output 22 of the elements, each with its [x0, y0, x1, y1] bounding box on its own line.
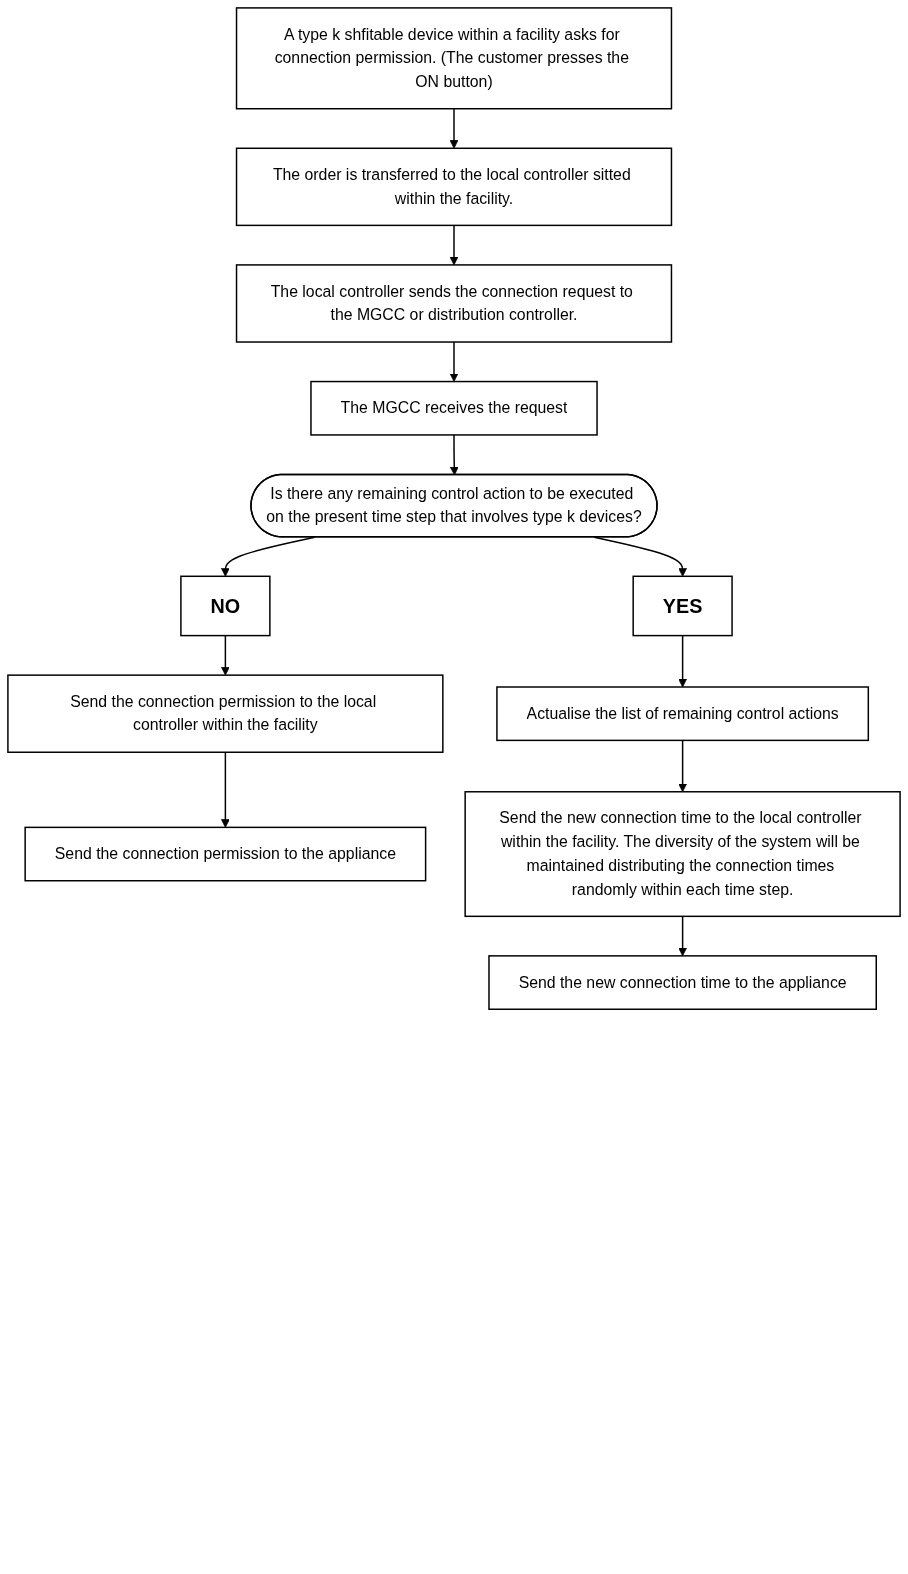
- node-box: Actualise the list of remaining control actions: [496, 686, 870, 742]
- arrow: [449, 108, 459, 149]
- arrow: [678, 915, 687, 957]
- arrow: [449, 434, 459, 476]
- node-box: YES: [632, 575, 733, 637]
- node-box: The local controller sends the connection request to the MGCC or distribution controller.: [235, 264, 673, 343]
- arrow: [593, 536, 687, 577]
- arrow: [678, 634, 687, 688]
- arrow: [449, 224, 459, 266]
- node-box: Send the new connection time to the local controller within the facility. The diversity of the system will be maintained distributing the connection times randomly within each time step.: [464, 791, 901, 918]
- arrow: [678, 739, 687, 793]
- arrow: [449, 341, 459, 382]
- node-box: A type k shfitable device within a facility asks for connection permission. (The customer presses the ON button): [235, 7, 673, 110]
- arrow: [221, 536, 316, 577]
- node-box: Send the connection permission to the local controller within the facility: [7, 674, 444, 753]
- node-box: The order is transferred to the local controller sitted within the facility.: [235, 147, 673, 227]
- node-box: Send the new connection time to the appliance: [488, 955, 877, 1010]
- arrow: [221, 751, 230, 828]
- node-box: The MGCC receives the request: [310, 380, 598, 436]
- node-box: Send the connection permission to the appliance: [24, 826, 427, 882]
- node-box: NO: [180, 575, 271, 637]
- arrow: [221, 634, 230, 676]
